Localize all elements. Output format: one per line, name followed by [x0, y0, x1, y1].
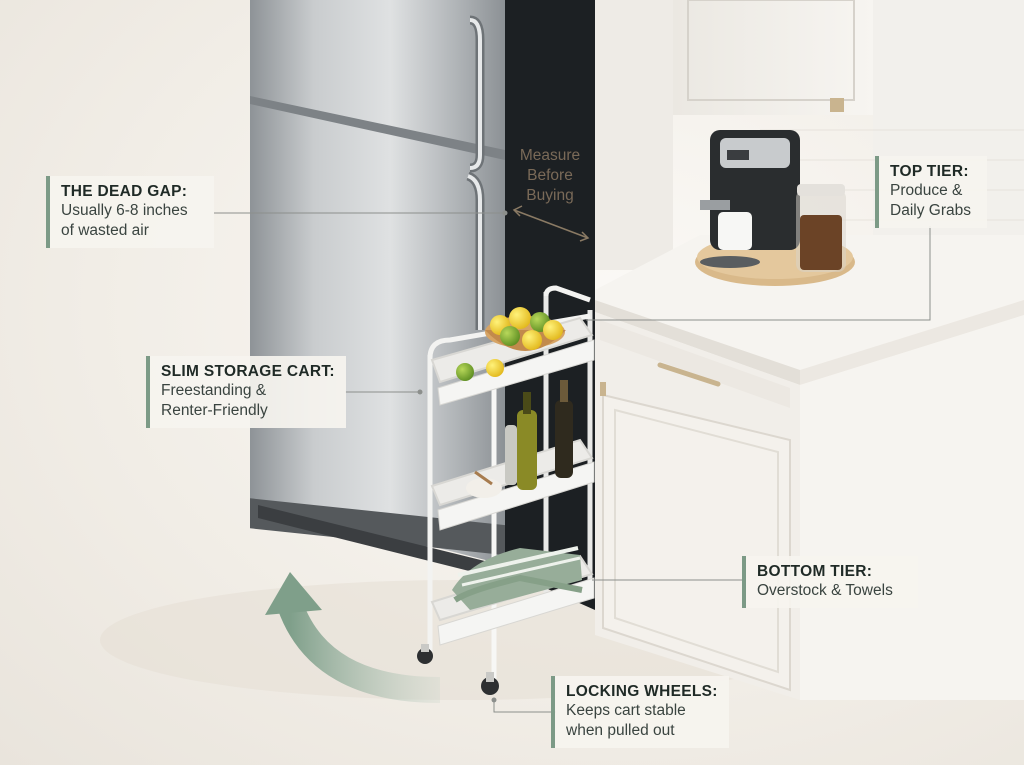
callout-line: when pulled out	[566, 722, 675, 739]
callout-line: Renter-Friendly	[161, 402, 268, 419]
callout-title: SLIM STORAGE CART:	[161, 363, 335, 380]
dead-gap	[505, 0, 595, 610]
callout-locking-wheels: LOCKING WHEELS: Keeps cart stable when p…	[551, 676, 729, 748]
callout-bottom-tier: BOTTOM TIER: Overstock & Towels	[742, 556, 918, 608]
leader-lines	[214, 212, 931, 713]
measure-line-3: Buying	[526, 187, 574, 204]
measure-line-1: Measure	[519, 147, 581, 164]
callout-slim-cart: SLIM STORAGE CART: Freestanding & Renter…	[146, 356, 346, 428]
callout-line: Usually 6-8 inches	[61, 202, 188, 219]
callout-top-tier: TOP TIER: Produce & Daily Grabs	[875, 156, 987, 228]
slim-storage-cart	[417, 285, 595, 695]
callout-title: LOCKING WHEELS:	[566, 683, 718, 700]
callout-line: Freestanding &	[161, 382, 267, 399]
measure-line-2: Before	[527, 167, 573, 184]
callout-dead-gap: THE DEAD GAP: Usually 6-8 inches of wast…	[46, 176, 214, 248]
coffee-jar	[796, 184, 846, 272]
callout-title: BOTTOM TIER:	[757, 563, 873, 580]
callout-line: Keeps cart stable	[566, 702, 686, 719]
callout-title: TOP TIER:	[890, 163, 969, 180]
callout-line: Daily Grabs	[890, 202, 971, 219]
curved-arrow-icon	[265, 572, 441, 703]
callout-title: THE DEAD GAP:	[61, 183, 188, 200]
measure-label: Measure Before Buying	[508, 146, 592, 206]
callout-line: of wasted air	[61, 222, 149, 239]
callout-line: Produce &	[890, 182, 963, 199]
measure-arrow-icon	[512, 205, 590, 242]
callout-line: Overstock & Towels	[757, 582, 893, 599]
